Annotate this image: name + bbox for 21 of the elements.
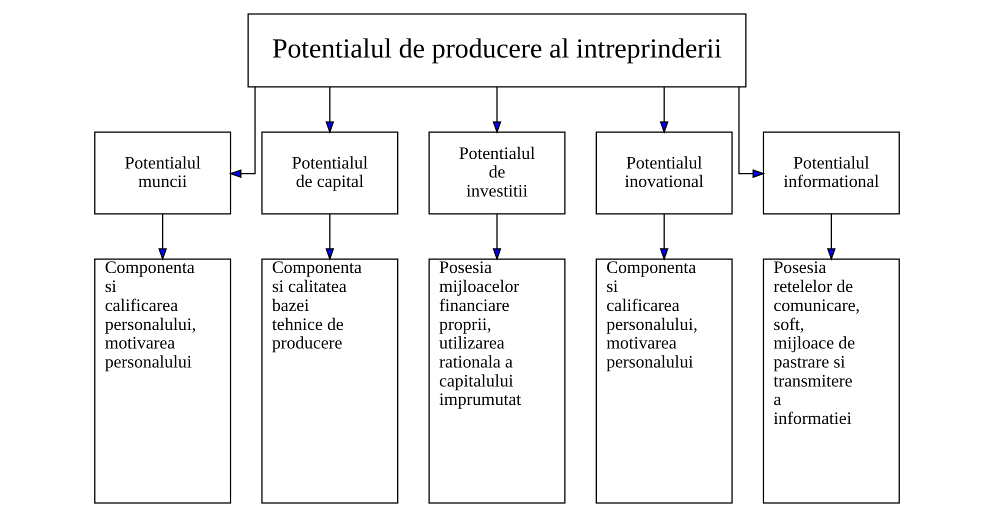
node-box: Potentialul inovational (596, 131, 733, 214)
arrow (660, 214, 669, 260)
node-box: Componenta si calificarea personalului, motivarea personalului (94, 258, 232, 504)
node-box: Potentialul muncii (94, 131, 232, 214)
arrow (158, 214, 168, 260)
node-box: Componenta si calitatea bazei tehnice de producere (261, 258, 398, 504)
arrow (826, 214, 836, 260)
node-box: Posesia retelelor de comunicare, soft, mijloace de pastrare si transmitere a informatiei (762, 258, 900, 504)
arrow (325, 214, 334, 260)
node-box: Potentialul informational (762, 131, 900, 214)
arrow (325, 86, 334, 134)
node-box: Potentialul de investitii (428, 131, 566, 214)
node-box: Potentialul de capital (261, 131, 398, 214)
node-box: Potentialul de producere al intreprinderii (248, 12, 746, 88)
arrow (492, 214, 502, 260)
node-box: Componenta si calificarea personalului, motivarea personalului (596, 258, 733, 504)
node-box: Posesia mijloacelor financiare proprii, utilizarea rationala a capitalului imprumutat (428, 258, 566, 504)
arrow (738, 86, 766, 178)
arrow (228, 86, 256, 178)
arrow (492, 86, 502, 134)
arrow (660, 86, 669, 134)
